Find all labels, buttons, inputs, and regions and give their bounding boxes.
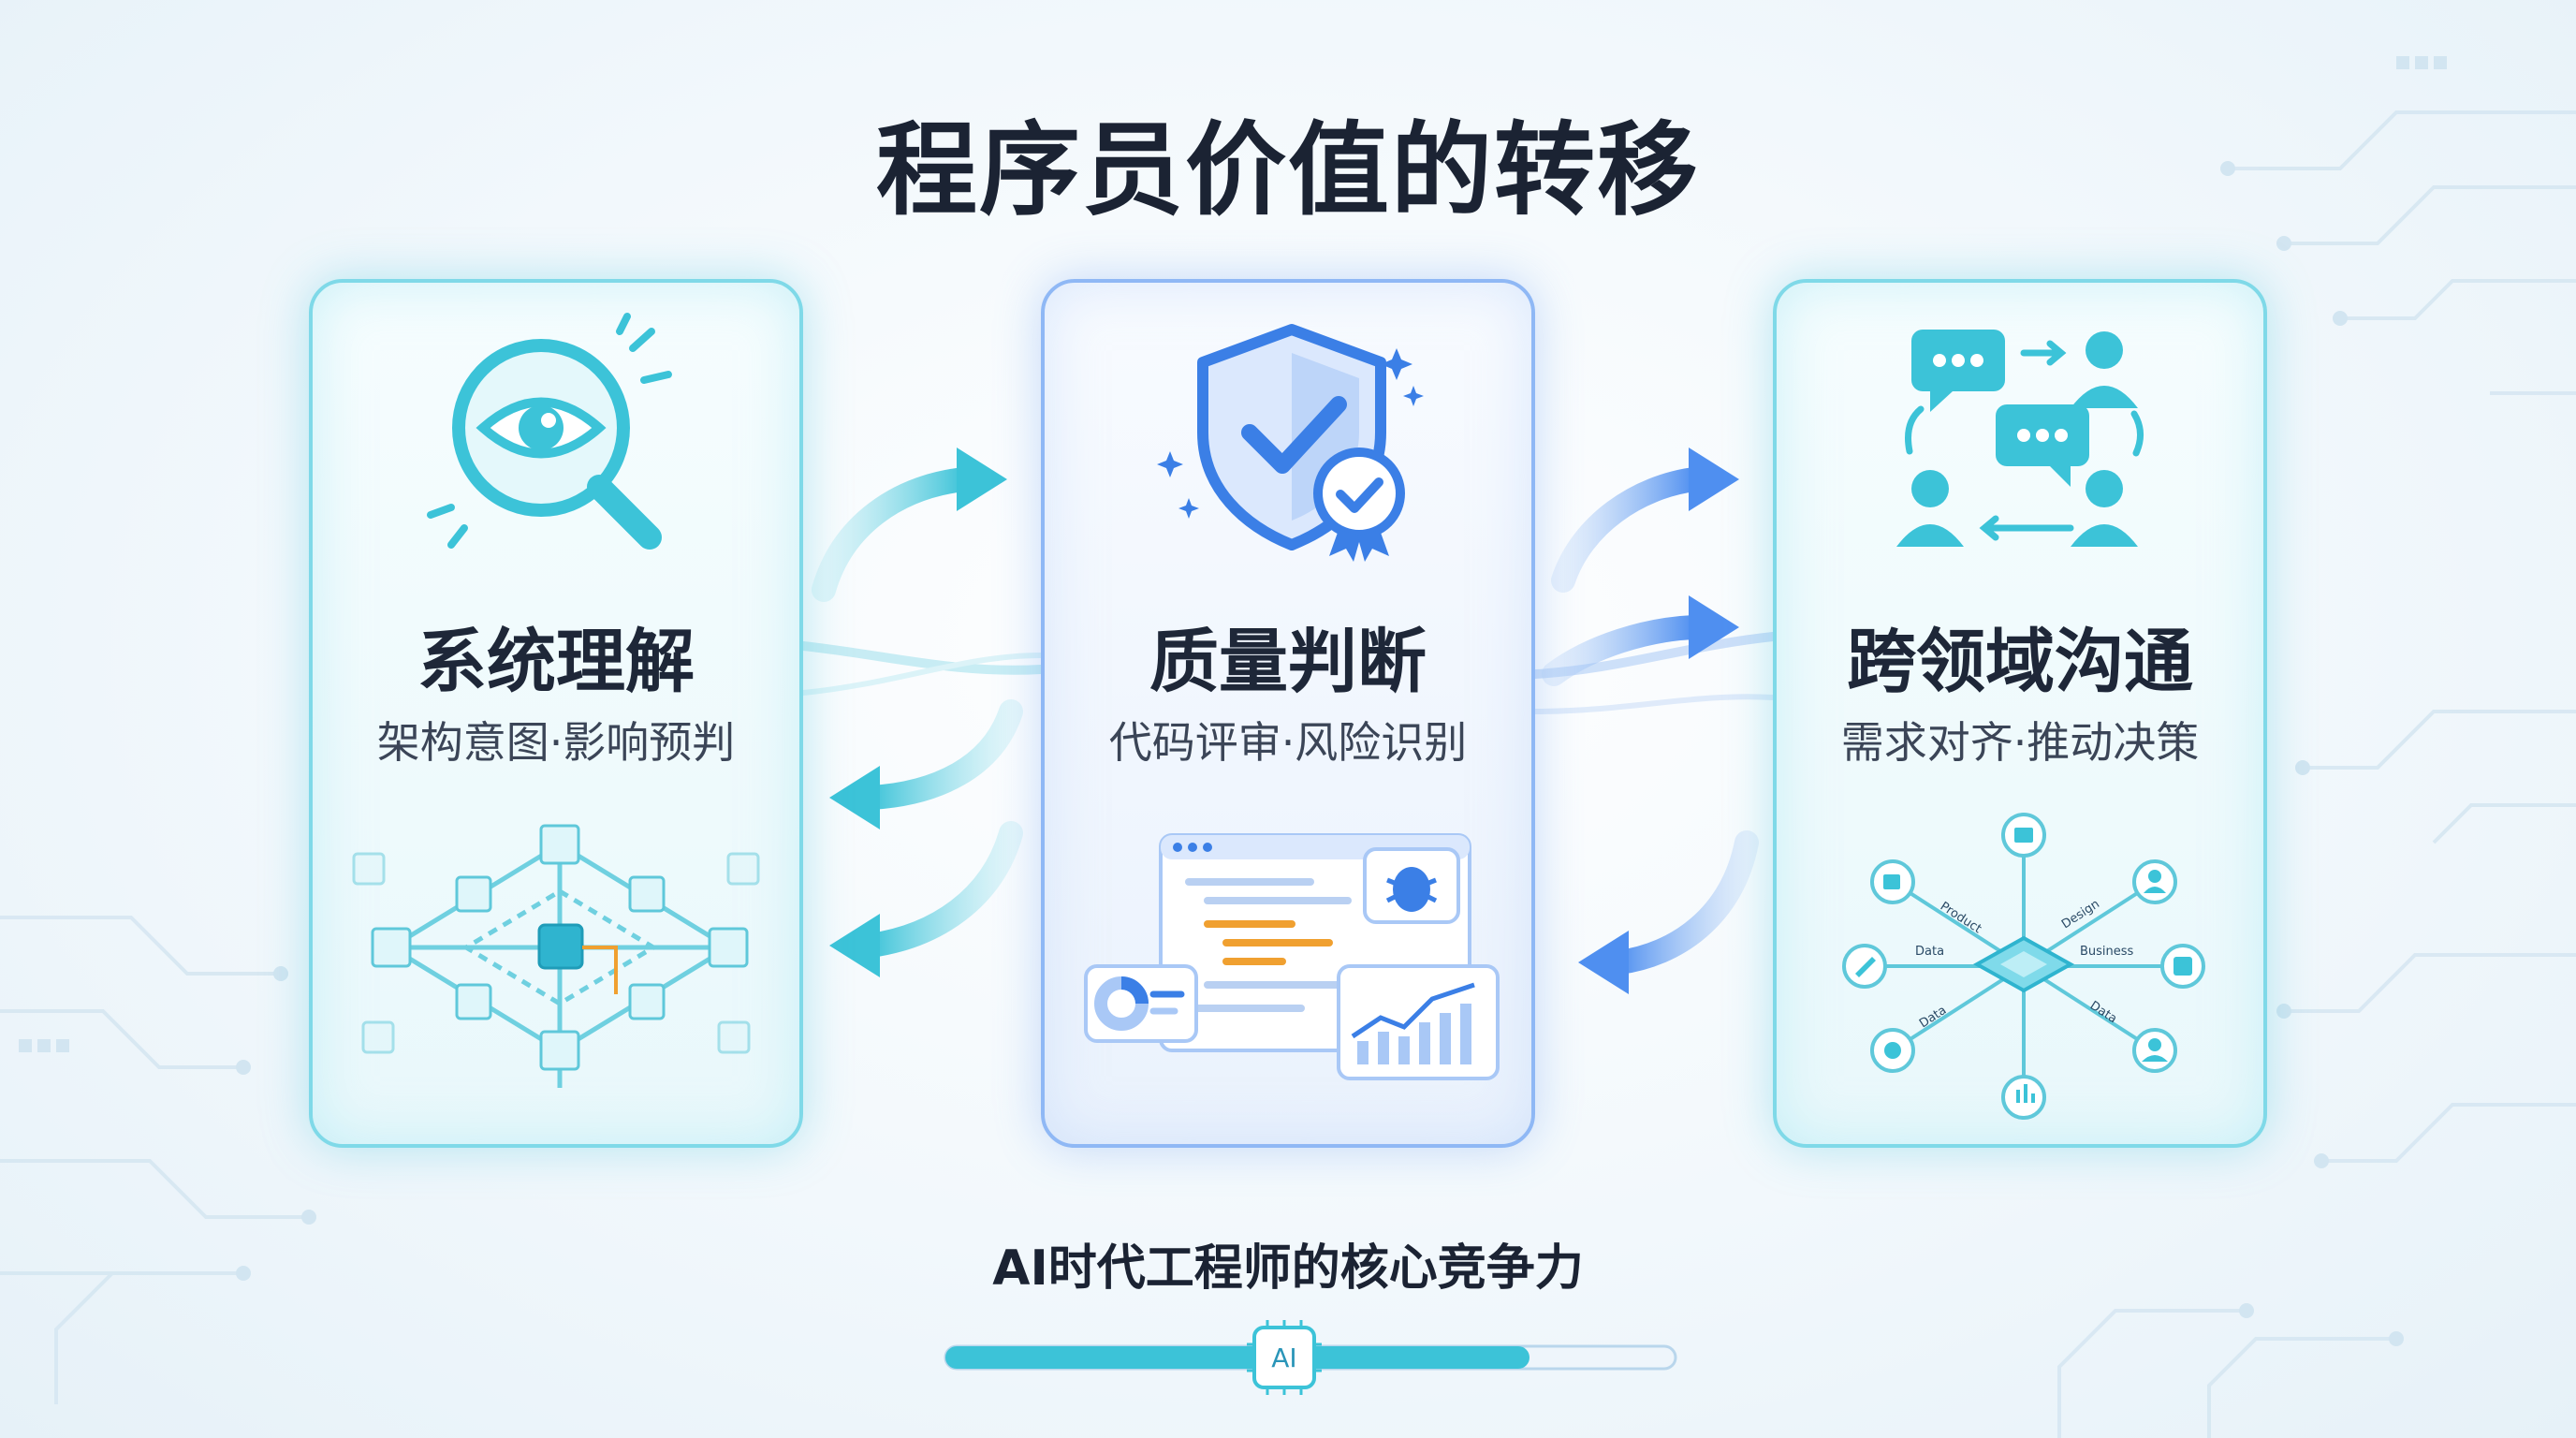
hub-label-design: Design <box>2059 897 2102 932</box>
hub-label-data-bottom-right: Data <box>2087 999 2119 1026</box>
badge-icon <box>1313 448 1405 562</box>
card-title: 质量判断 <box>1149 622 1427 702</box>
hub-label-business: Business <box>2080 945 2134 959</box>
pie-chart-card <box>1084 964 1198 1043</box>
hub-network-illustration: Product Design Data Business Data Data <box>1842 813 2205 1120</box>
card-cross-domain-communication: 跨领域沟通 需求对齐·推动决策 Product De <box>1773 279 2267 1148</box>
card-subtitle: 代码评审·风险识别 <box>1108 717 1468 768</box>
hub-label-data-left: Data <box>1915 945 1944 959</box>
page-title: 程序员价值的转移 <box>875 112 1700 229</box>
trend-chart-card <box>1337 964 1500 1080</box>
shield-check-icon <box>1157 324 1424 562</box>
progress-fill <box>945 1346 1530 1369</box>
hub-label-data-bottom-left: Data <box>1917 1004 1949 1031</box>
ai-progress-bar: AI <box>944 1320 1677 1395</box>
card-quality-judgment: 质量判断 代码评审·风险识别 <box>1041 279 1535 1148</box>
architecture-cubes-illustration <box>352 824 760 1088</box>
people-chat-icon <box>1896 330 2144 547</box>
footer-caption: AI时代工程师的核心竞争力 <box>992 1240 1584 1297</box>
cube-grid <box>352 824 760 1071</box>
code-review-illustration <box>1084 833 1500 1080</box>
hub-label-product: Product <box>1938 900 1984 936</box>
card-title: 系统理解 <box>417 622 695 702</box>
ai-chip-icon: AI <box>1247 1320 1322 1395</box>
ai-chip-label: AI <box>1271 1343 1296 1373</box>
card-system-understanding: 系统理解 架构意图·影响预判 <box>309 279 803 1148</box>
card-subtitle: 需求对齐·推动决策 <box>1840 717 2200 768</box>
card-subtitle: 架构意图·影响预判 <box>376 717 736 768</box>
card-title: 跨领域沟通 <box>1847 622 2193 702</box>
bug-icon <box>1363 847 1460 924</box>
magnifier-eye-icon <box>427 313 672 550</box>
